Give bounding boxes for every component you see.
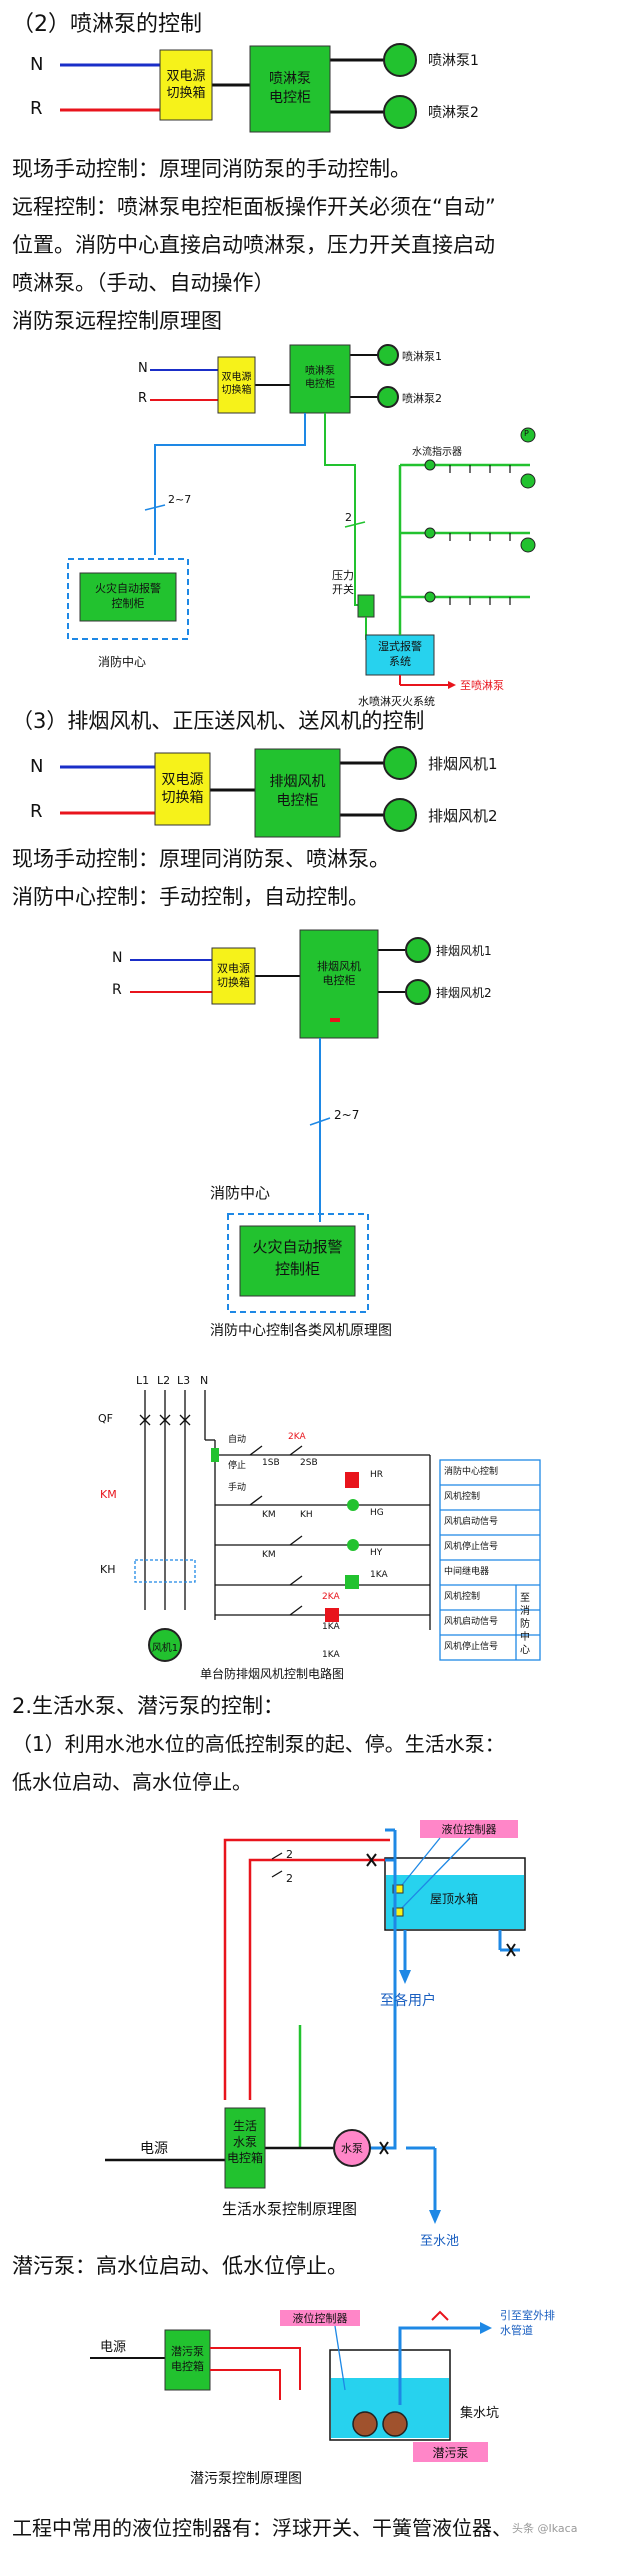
fan-icon — [383, 746, 417, 780]
section-sewage-pump: 潜污泵：高水位启动、低水位停止。 电源 潜污泵电控箱 液位控制器 引至室外排水管… — [0, 2250, 638, 2556]
pump-icon — [377, 386, 399, 408]
fan-label: 排烟风机1 — [428, 755, 498, 773]
section-heading: 潜污泵：高水位启动、低水位停止。 — [12, 2254, 348, 2278]
pump-label: 喷淋泵1 — [402, 350, 442, 363]
section-domestic-pump: 2.生活水泵、潜污泵的控制： （1）利用水池水位的高低控制泵的起、停。生活水泵：… — [0, 1690, 638, 2250]
pump-icon — [382, 2411, 408, 2437]
domestic-pump-diagram — [105, 1820, 526, 2224]
section-center-fan: N R 双电源切换箱 排烟风机电控柜 排烟风机1 排烟风机2 2~7 消防中心 … — [0, 920, 638, 1360]
watermark: 头条 @Ikaca — [512, 2522, 578, 2535]
fan-control-diagram — [60, 746, 417, 838]
pump-icon — [352, 2411, 378, 2437]
fan-icon — [383, 798, 417, 832]
section-heading: 消防泵远程控制原理图 — [12, 309, 222, 333]
section-fan-control: （3）排烟风机、正压送风机、送风机的控制 N R 双电源切换箱 排烟风机电控柜 … — [0, 705, 638, 840]
spray-pump-diagram — [60, 43, 417, 133]
diagram-caption: 消防中心控制各类风机原理图 — [210, 1323, 392, 1339]
section-fan-circuit: L1 L2 L3 N QF KM KH 风机1 自动 停止 手动 2KA 1SB… — [0, 1360, 638, 1681]
pump-icon — [383, 95, 417, 129]
remote-control-diagram — [67, 344, 536, 689]
diagram-caption: 水喷淋灭火系统 — [358, 695, 435, 708]
section-heading: 2.生活水泵、潜污泵的控制： — [12, 1694, 285, 1718]
fan-circuit-diagram — [134, 1390, 541, 1662]
diagram-caption: 单台防排烟风机控制电路图 — [200, 1667, 345, 1681]
fan-label: 排烟风机1 — [436, 944, 492, 958]
fan-label: 排烟风机2 — [436, 986, 492, 1000]
fan-icon — [405, 937, 431, 963]
section-remote-control: 消防泵远程控制原理图 — [0, 305, 638, 708]
sprinkler-head-label: P — [524, 429, 529, 438]
center-fan-diagram — [130, 929, 431, 1313]
paragraph: 现场手动控制：原理同消防泵、喷淋泵。 消防中心控制：手动控制，自动控制。 — [12, 847, 390, 909]
pump-label: 喷淋泵2 — [428, 105, 479, 121]
diagram-caption: 生活水泵控制原理图 — [222, 2200, 358, 2218]
section-heading: （2）喷淋泵的控制 — [12, 12, 202, 37]
sewage-pump-diagram — [90, 2310, 492, 2462]
pump-icon — [377, 344, 399, 366]
pump-label: 喷淋泵2 — [402, 392, 442, 405]
pump-icon — [383, 43, 417, 77]
section-heading: （3）排烟风机、正压送风机、送风机的控制 — [12, 709, 425, 733]
diagram-caption: 潜污泵控制原理图 — [190, 2471, 302, 2487]
paragraph: 现场手动控制：原理同消防泵的手动控制。 远程控制：喷淋泵电控柜面板操作开关必须在… — [12, 157, 496, 295]
fan-icon — [405, 979, 431, 1005]
pump-label: 喷淋泵1 — [428, 53, 479, 69]
legend: 消防中心控制 风机控制 风机启动信号 风机停止信号 中间继电器 风机控制 风机启… — [444, 1467, 499, 1652]
section-spray-pump: （2）喷淋泵的控制 N R 双电源切换箱 喷淋泵电控柜 喷淋泵1 喷淋泵2 — [0, 0, 638, 150]
fan-label: 排烟风机2 — [428, 807, 498, 825]
pump-icon — [333, 2129, 371, 2167]
fan-motor-icon — [148, 1628, 182, 1662]
